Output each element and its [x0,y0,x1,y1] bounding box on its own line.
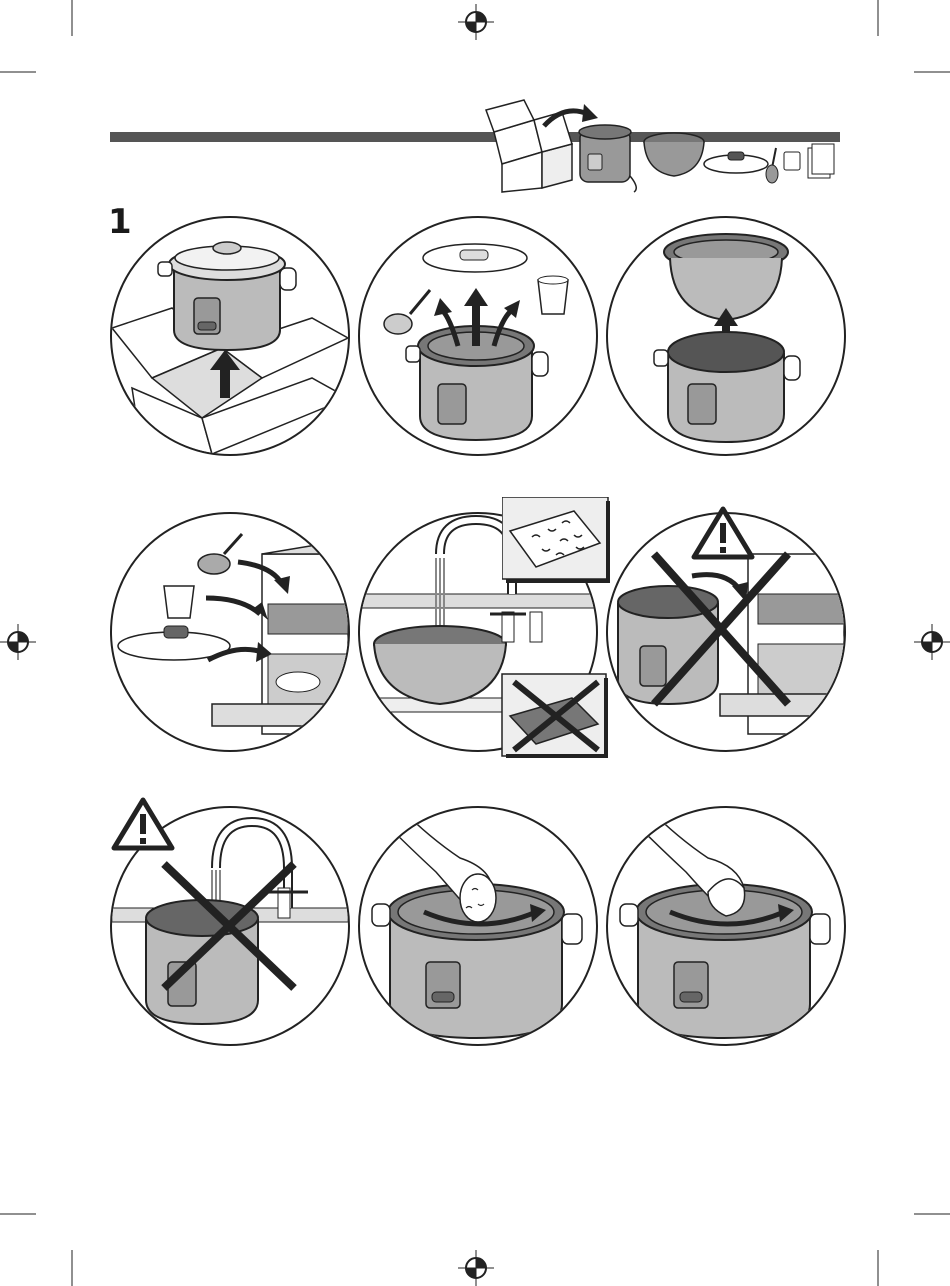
panel-remove-inner-bowl [606,216,846,456]
unboxing-header-icon [484,92,840,196]
abrasive-pad-crossed-icon [500,672,612,760]
panel-remove-accessories [358,216,598,456]
warning-triangle-icon [690,505,756,561]
panel-accessories-dishwasher [110,512,350,752]
soft-sponge-icon [502,497,612,583]
panel-wipe-with-sponge [358,806,598,1046]
panel-unbox-cooker [110,216,350,456]
warning-triangle-icon [110,796,176,852]
panel-wipe-with-cloth [606,806,846,1046]
